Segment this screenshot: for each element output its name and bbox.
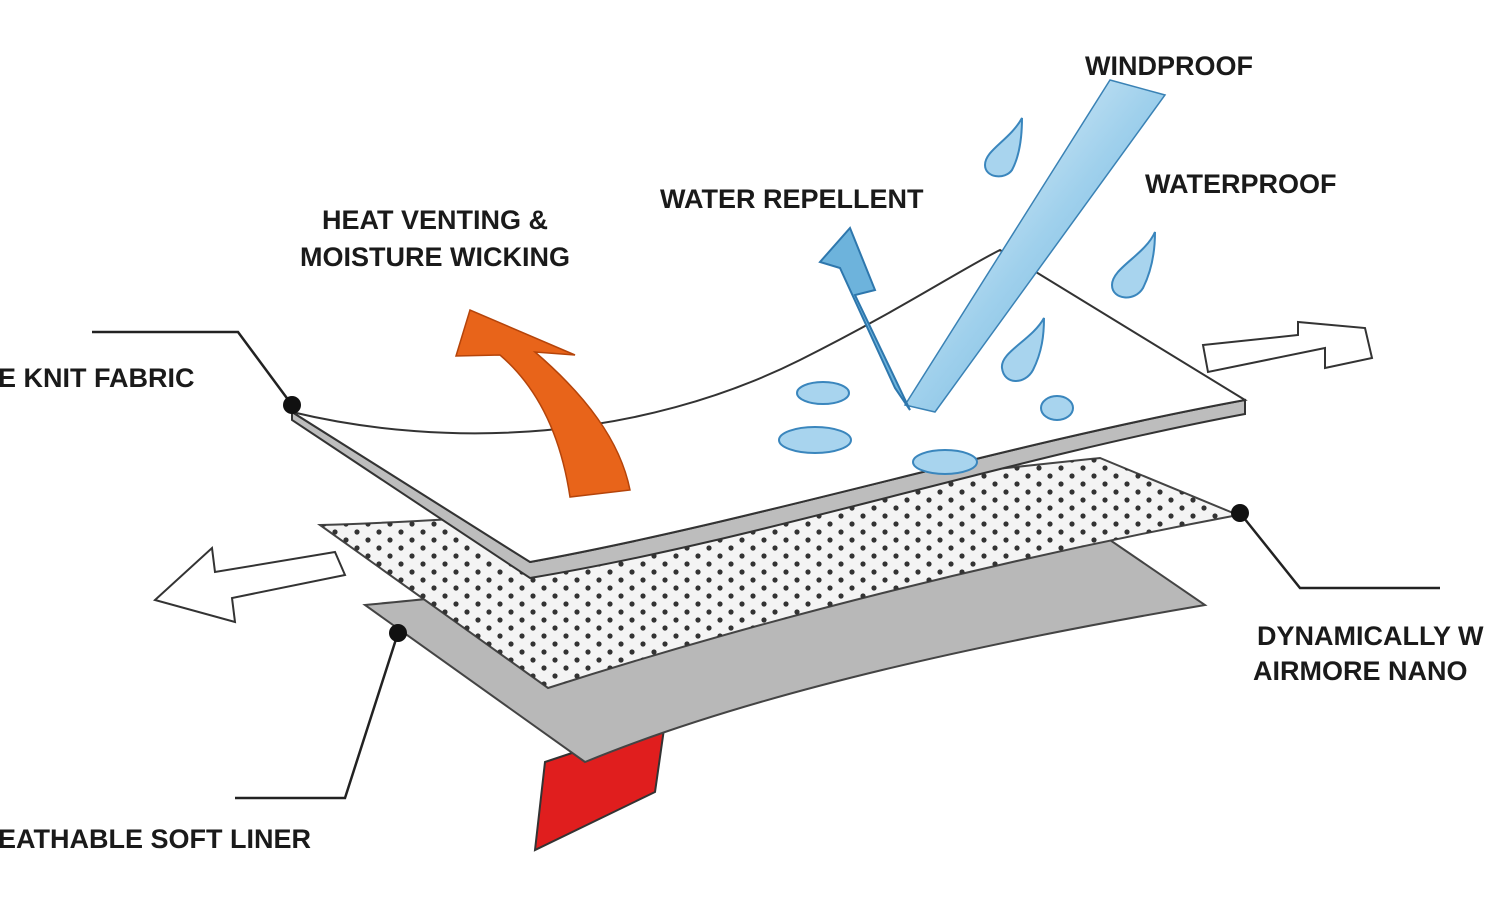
leader-line-membrane xyxy=(1239,512,1440,590)
label-knit-fabric: E KNIT FABRIC xyxy=(0,363,195,393)
water-repellent-arrow xyxy=(818,226,911,411)
marker-dot xyxy=(389,624,407,642)
right-stretch-arrow xyxy=(1201,320,1374,374)
label-membrane-2: AIRMORE NANO xyxy=(1253,656,1468,686)
water-bead-icon xyxy=(796,381,850,405)
label-soft-liner: EATHABLE SOFT LINER xyxy=(0,824,311,854)
water-drop-icon xyxy=(1110,231,1156,299)
marker-dot xyxy=(1231,504,1249,522)
marker-dot xyxy=(283,396,301,414)
label-windproof: WINDPROOF xyxy=(1085,51,1253,81)
leader-line-liner xyxy=(235,632,400,800)
left-stretch-arrow xyxy=(152,545,347,624)
water-drops xyxy=(778,117,1156,475)
windproof-beam xyxy=(903,79,1167,413)
water-drop-icon xyxy=(1000,317,1045,382)
label-membrane-1: DYNAMICALLY W xyxy=(1257,621,1484,651)
label-heat-venting-2: MOISTURE WICKING xyxy=(300,242,570,272)
knit-fabric-layer xyxy=(291,248,1248,564)
heat-venting-arrow xyxy=(454,308,631,498)
water-bead-icon xyxy=(778,426,852,454)
label-water-repellent: WATER REPELLENT xyxy=(660,184,924,214)
water-bead-icon xyxy=(912,449,978,475)
label-waterproof: WATERPROOF xyxy=(1145,169,1337,199)
water-drop-icon xyxy=(983,117,1023,178)
leader-line-knit xyxy=(92,330,294,406)
water-bead-icon xyxy=(1040,395,1074,421)
label-heat-venting-1: HEAT VENTING & xyxy=(322,205,548,235)
